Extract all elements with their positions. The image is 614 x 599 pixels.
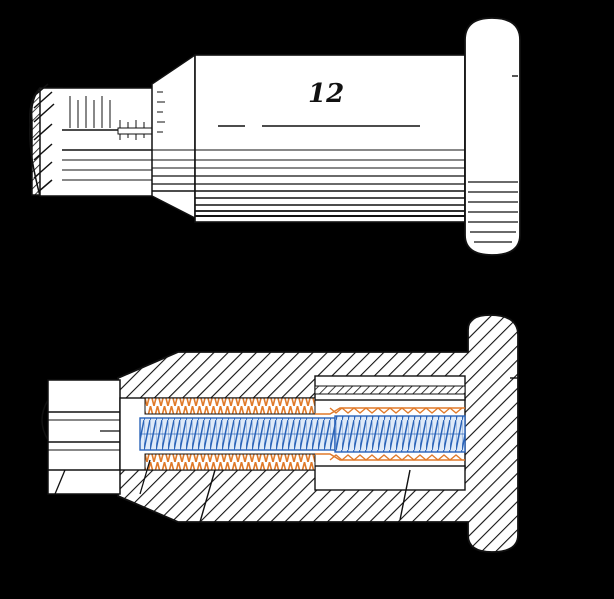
upper-reference-numeral: 12 <box>308 79 344 109</box>
upper-main-body: 12 <box>152 54 500 223</box>
orange-external-thread <box>144 397 465 471</box>
lower-section-view <box>41 314 519 553</box>
upper-cone-transition <box>151 53 196 220</box>
upper-elevation-view: 12 <box>28 17 521 256</box>
leader-lines <box>139 377 518 523</box>
upper-threaded-stub <box>28 83 160 197</box>
blue-inner-screw <box>139 415 466 453</box>
upper-end-cap <box>464 17 521 256</box>
lower-shaft-stub <box>41 379 140 495</box>
